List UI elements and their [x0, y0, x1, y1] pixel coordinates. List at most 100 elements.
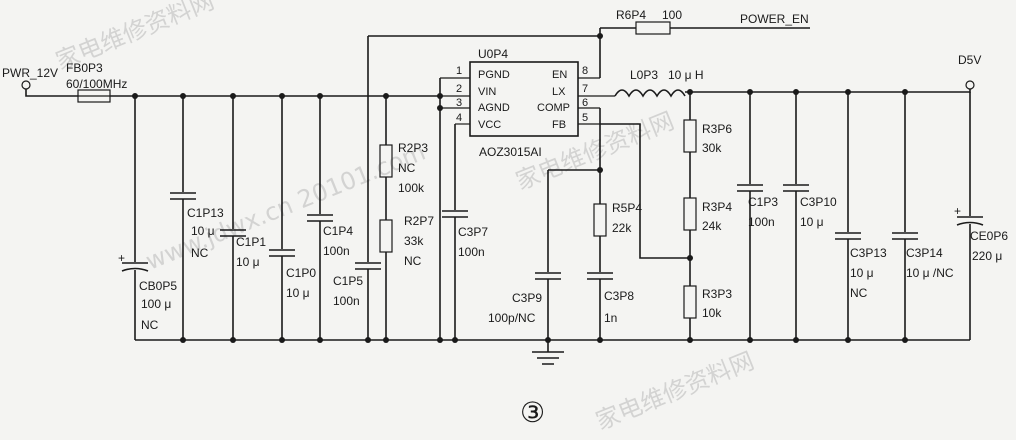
r2p7-value: 33k	[404, 234, 424, 248]
wire-out-rail	[685, 89, 971, 93]
r6p4-value: 100	[662, 8, 682, 22]
c3p8-ref: C3P8	[604, 289, 634, 303]
r6p4-ref: R6P4	[616, 8, 646, 22]
comp-network: C3P9 100p/NC R5P4 22k C3P8 1n	[488, 108, 642, 365]
ic-part: AOZ3015AI	[479, 145, 542, 159]
input-rail: PWR_12V FB0P3 60/100MHz	[2, 61, 440, 103]
r2p7-ref: R2P7	[404, 214, 434, 228]
r5p4-value: 22k	[612, 221, 632, 235]
c1p1-symbol	[220, 96, 246, 340]
feedback-divider: R3P6 30k R3P4 24k R3P3 10k	[600, 92, 732, 340]
inductor-l0p3	[614, 89, 686, 98]
c1p3-ref: C1P3	[748, 195, 778, 209]
r2p7-resistor	[379, 219, 393, 253]
c3p9-symbol	[535, 170, 561, 340]
r2p3-value: NC	[398, 161, 416, 175]
l0p3-value: 10 μ H	[668, 68, 704, 82]
c1p3-symbol	[737, 92, 763, 340]
pin6-name: COMP	[537, 102, 570, 114]
c1p5-value: 100n	[333, 294, 360, 308]
c3p13-note: NC	[850, 286, 868, 300]
c3p14-ref: C3P14	[906, 246, 943, 260]
r3p4-resistor	[683, 197, 697, 231]
wire-fb	[600, 123, 690, 259]
c3p7-symbol	[442, 124, 468, 340]
r3p4-ref: R3P4	[702, 200, 732, 214]
pin8-num: 8	[582, 65, 588, 77]
pin1-num: 1	[456, 65, 462, 77]
pin8-name: EN	[552, 69, 567, 81]
label-fb-value: 60/100MHz	[66, 77, 127, 91]
ic-body	[469, 61, 579, 137]
r3p6-ref: R3P6	[702, 122, 732, 136]
c1p0-symbol	[269, 96, 295, 340]
c1p1-value: 10 μ	[236, 255, 260, 269]
c3p13-symbol	[835, 92, 861, 340]
c3p14-value: 10 μ /NC	[906, 266, 954, 280]
c1p5-symbol	[355, 36, 381, 340]
c3p10-symbol	[783, 92, 809, 340]
pin4-name: VCC	[478, 119, 501, 131]
c3p9-value: 100p/NC	[488, 311, 536, 325]
c1p3-value: 100n	[748, 215, 775, 229]
pin3-num: 3	[456, 97, 462, 109]
c3p7-ref: C3P7	[458, 225, 488, 239]
pin4-num: 4	[456, 112, 462, 124]
ic-ref: U0P4	[478, 47, 508, 61]
label-pwr-in: PWR_12V	[2, 66, 58, 80]
c3p13-value: 10 μ	[850, 266, 874, 280]
pin6-num: 6	[582, 97, 588, 109]
cb0p5-value: 100 μ	[141, 297, 171, 311]
l0p3-ref: L0P3	[630, 68, 658, 82]
c1p13-value: 10 μ	[191, 224, 215, 238]
c3p10-ref: C3P10	[800, 195, 837, 209]
c3p14-symbol	[892, 92, 918, 340]
ic-u0p4: U0P4 AOZ3015AI 1 2 3 4 PGND VIN AGND VCC…	[440, 47, 615, 159]
input-capacitors: + CB0P5 100 μ NC C1P13 10 μ NC C1P1 10 μ…	[118, 36, 434, 340]
c3p10-value: 10 μ	[800, 215, 824, 229]
ce0p6-value: 220 μ	[972, 249, 1002, 263]
figure-number: ③	[520, 397, 545, 428]
r6p4-resistor	[635, 21, 671, 35]
pin5-name: FB	[552, 119, 566, 131]
wire-in-left	[25, 89, 78, 97]
c1p4-symbol	[307, 96, 333, 340]
c1p1-ref: C1P1	[236, 235, 266, 249]
c1p5-ref: C1P5	[333, 274, 363, 288]
enable-net: R6P4 100 POWER_EN	[368, 8, 810, 78]
r3p3-value: 10k	[702, 306, 722, 320]
label-d5v: D5V	[958, 53, 981, 67]
junction-dots	[132, 33, 908, 343]
c3p7-value: 100n	[458, 245, 485, 259]
r3p6-value: 30k	[702, 141, 722, 155]
output-capacitors: C1P3 100n C3P10 10 μ C3P13 10 μ NC C3P14…	[737, 92, 1008, 340]
label-fb-ref: FB0P3	[66, 61, 103, 75]
r3p3-ref: R3P3	[702, 287, 732, 301]
c1p4-value: 100n	[323, 244, 350, 258]
c1p0-ref: C1P0	[286, 266, 316, 280]
c3p8-value: 1n	[604, 311, 617, 325]
c3p13-ref: C3P13	[850, 246, 887, 260]
c1p4-ref: C1P4	[323, 224, 353, 238]
c1p13-ref: C1P13	[187, 206, 224, 220]
c3p8-symbol	[587, 236, 613, 340]
r2p3-note: 100k	[398, 181, 425, 195]
ce0p6-ref: CE0P6	[970, 229, 1008, 243]
r5p4-resistor	[593, 203, 607, 237]
c1p13-symbol	[170, 96, 196, 340]
cb0p5-plate-bottom	[121, 267, 149, 272]
ce0p6-plus: +	[954, 204, 961, 218]
label-power-en: POWER_EN	[740, 12, 809, 26]
pwr-in-terminal	[21, 80, 31, 90]
watermark-d: 家电维修资料网	[592, 347, 758, 436]
r3p6-resistor	[683, 119, 697, 153]
c3p9-ref: C3P9	[512, 291, 542, 305]
c1p13-note: NC	[191, 246, 209, 260]
r5p4-ref: R5P4	[612, 201, 642, 215]
pin2-num: 2	[456, 83, 462, 95]
pin5-num: 5	[582, 112, 588, 124]
r3p4-value: 24k	[702, 219, 722, 233]
c1p0-value: 10 μ	[286, 286, 310, 300]
